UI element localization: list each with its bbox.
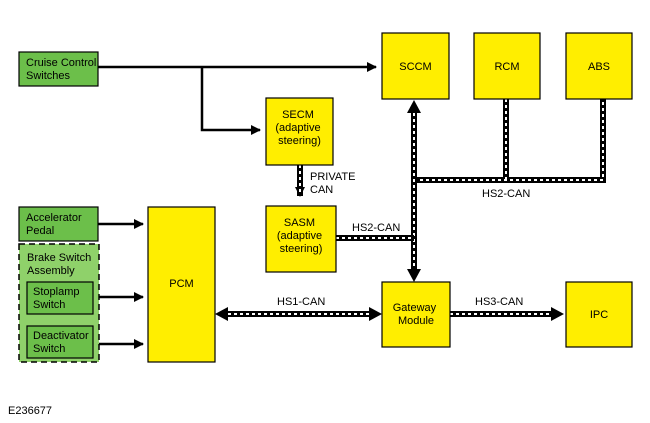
hs1-can-label: HS1-CAN <box>277 296 325 308</box>
abs-box <box>565 32 633 100</box>
secm-label: SECM (adaptive steering) <box>275 109 323 147</box>
deactivator-switch-box <box>26 325 94 359</box>
bus-hs3-can <box>450 307 564 321</box>
bus-hs2-trunk <box>407 100 421 282</box>
sccm-label: SCCM <box>399 61 431 73</box>
gateway-module-box <box>381 281 451 348</box>
sasm-label: SASM (adaptive steering) <box>277 217 325 255</box>
cruise-control-switches-label: Cruise Control Switches <box>26 57 99 82</box>
bus-hs2-upper <box>414 98 606 183</box>
stoplamp-switch-box <box>26 281 94 315</box>
bus-hs1-can <box>215 307 382 321</box>
rcm-label: RCM <box>494 61 519 73</box>
ipc-box <box>565 281 633 348</box>
ipc-label: IPC <box>590 309 608 321</box>
figure-reference: E236677 <box>8 405 52 417</box>
accelerator-pedal-box <box>18 206 99 242</box>
rcm-box <box>473 32 541 100</box>
pcm-box <box>147 206 216 363</box>
hs2-can-label-lower: HS2-CAN <box>352 222 400 234</box>
private-can-label: PRIVATE CAN <box>310 171 359 196</box>
stoplamp-switch-label: Stoplamp Switch <box>33 286 83 311</box>
secm-box <box>265 97 334 166</box>
sccm-box <box>381 32 450 100</box>
abs-label: ABS <box>588 61 610 73</box>
wires <box>93 62 377 349</box>
brake-switch-assembly-label: Brake Switch Assembly <box>27 252 94 277</box>
cruise-control-switches-box <box>18 51 99 87</box>
bus-labels: PRIVATE CAN HS2-CAN HS2-CAN HS1-CAN HS3-… <box>277 171 530 308</box>
hs3-can-label: HS3-CAN <box>475 296 523 308</box>
can-buses <box>215 98 606 321</box>
wire-cruise-to-secm <box>200 67 261 135</box>
boxes: Brake Switch Assembly Cruise Control Swi… <box>18 32 633 363</box>
hs2-can-label-upper: HS2-CAN <box>482 188 530 200</box>
pcm-label: PCM <box>169 278 193 290</box>
deactivator-switch-label: Deactivator Switch <box>33 330 92 355</box>
gateway-module-label: Gateway Module <box>393 302 439 327</box>
accelerator-pedal-label: Accelerator Pedal <box>26 212 85 237</box>
sasm-box <box>265 205 337 273</box>
